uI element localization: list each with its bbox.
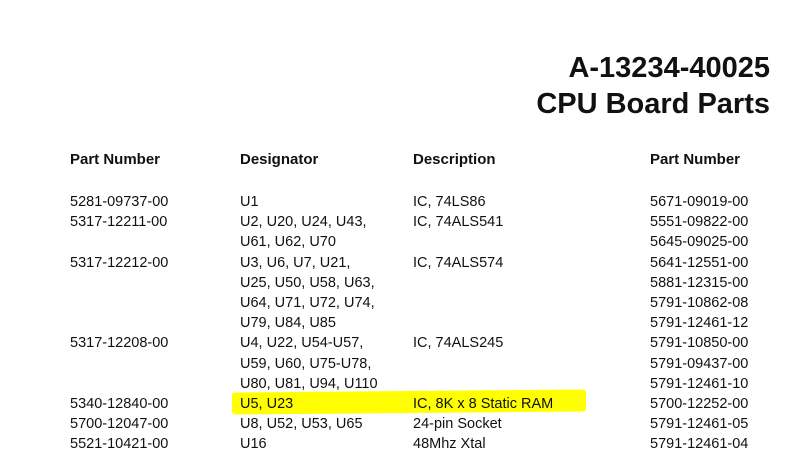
description-cell <box>413 273 553 293</box>
designator-cell: U2, U20, U24, U43, <box>240 214 367 231</box>
part-number-cell <box>70 313 168 333</box>
right-part-number-cell: 5791-12461-12 <box>650 315 749 332</box>
description-cell: IC, 8K x 8 Static RAM <box>413 395 554 412</box>
description-cell <box>413 354 553 374</box>
right-part-number-cell: 5700-12252-00 <box>650 395 749 412</box>
right-part-number-cell: 5791-12461-04 <box>650 436 749 453</box>
part-number-cell <box>70 354 168 374</box>
right-part-number-cell: 5641-12551-00 <box>650 254 749 271</box>
description-cell: IC, 74ALS245 <box>413 335 504 352</box>
right-part-number-cell: 5791-12461-05 <box>650 416 749 433</box>
right-part-number-cell: 5881-12315-00 <box>650 274 749 291</box>
designator-cell: U5, U23 <box>240 395 294 412</box>
header-part-number-right: Part Number <box>650 151 741 168</box>
right-part-number-column: 5671-09019-00 5551-09822-00 5645-09025-00 5… <box>650 192 748 454</box>
designator-cell: U79, U84, U85 <box>240 315 336 332</box>
header-description: Description <box>413 151 496 168</box>
part-number-cell: 5317-12211-00 <box>70 214 168 231</box>
description-cell: IC, 74ALS574 <box>413 254 504 271</box>
header-designator: Designator <box>240 151 319 168</box>
designator-cell: U61, U62, U70 <box>240 234 336 251</box>
description-cell <box>413 374 553 394</box>
part-number-cell <box>70 374 168 394</box>
part-number-cell: 5700-12047-00 <box>70 416 169 433</box>
right-part-number-cell: 5551-09822-00 <box>650 214 749 231</box>
designator-cell: U4, U22, U54-U57, <box>240 335 364 352</box>
part-number-cell <box>70 273 168 293</box>
part-number-column: 5281-09737-00 5317-12211-00 5317-12212-00 5… <box>70 192 168 454</box>
right-part-number-cell: 5791-12461-10 <box>650 375 749 392</box>
right-part-number-cell: 5791-10862-08 <box>650 294 749 311</box>
description-cell: IC, 74ALS541 <box>413 214 504 231</box>
part-number-cell: 5521-10421-00 <box>70 436 169 453</box>
part-number-cell <box>70 232 168 252</box>
right-part-number-cell: 5791-10850-00 <box>650 335 749 352</box>
part-number-cell: 5317-12208-00 <box>70 335 169 352</box>
part-number-cell: 5317-12212-00 <box>70 254 169 271</box>
page-title: CPU Board Parts <box>536 88 770 120</box>
description-cell: 24-pin Socket <box>413 416 502 433</box>
description-cell <box>413 232 553 252</box>
designator-cell: U8, U52, U53, U65 <box>240 416 363 433</box>
description-cell <box>413 313 553 333</box>
part-number-cell: 5340-12840-00 <box>70 395 169 412</box>
header-part-number: Part Number <box>70 151 161 168</box>
description-cell: IC, 74LS86 <box>413 194 486 210</box>
description-cell: 48Mhz Xtal <box>413 436 486 453</box>
designator-cell: U59, U60, U75-U78, <box>240 355 372 372</box>
designator-cell: U64, U71, U72, U74, <box>240 294 375 311</box>
part-number-cell: 5281-09737-00 <box>70 194 169 210</box>
designator-cell: U16 <box>240 436 267 453</box>
designator-cell: U80, U81, U94, U110 <box>240 375 378 392</box>
designator-cell: U25, U50, U58, U63, <box>240 274 375 291</box>
designator-cell: U3, U6, U7, U21, <box>240 254 351 271</box>
right-part-number-cell: 5671-09019-00 <box>650 194 749 210</box>
right-part-number-cell: 5645-09025-00 <box>650 234 749 251</box>
right-part-number-cell: 5791-09437-00 <box>650 355 749 372</box>
description-cell <box>413 293 553 313</box>
designator-cell: U1 <box>240 194 259 210</box>
document-number: A-13234-40025 <box>568 52 770 84</box>
part-number-cell <box>70 293 168 313</box>
